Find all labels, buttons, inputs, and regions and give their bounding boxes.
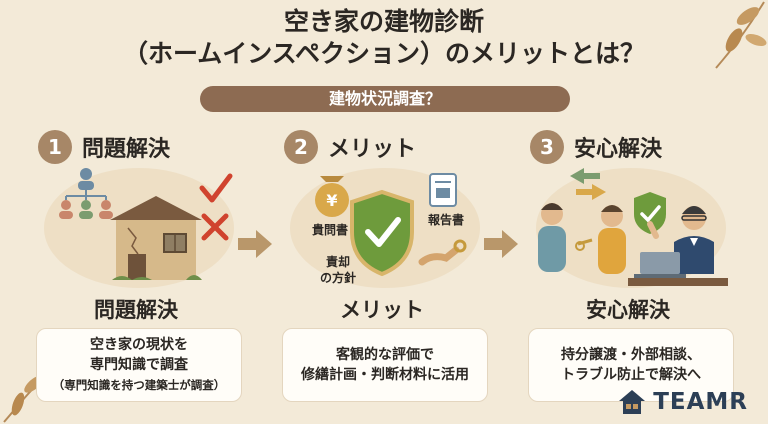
tag-policy: の方針 — [320, 270, 356, 285]
card-line: トラブル防止で解決へ — [561, 367, 701, 383]
card-line: 客観的な評価で — [336, 347, 434, 363]
step-description-card: 持分譲渡・外部相談、 トラブル防止で解決へ — [528, 328, 734, 402]
step-heading-label: 問題解決 — [82, 137, 171, 162]
check-mark-icon — [199, 173, 233, 203]
key-handover-icon — [418, 239, 467, 266]
card-line: 持分譲渡・外部相談、 — [561, 347, 701, 363]
problem-illustration — [59, 168, 233, 280]
title-line-1: 空き家の建物診断 — [283, 7, 484, 36]
step-heading: 1 問題解決 — [38, 130, 170, 164]
card-line: 専門知識で調査 — [90, 357, 188, 373]
card-note: （専門知識を持つ建築士が調査） — [52, 378, 226, 392]
peace-illustration — [538, 168, 728, 286]
cross-mark-icon — [201, 213, 229, 241]
step-merit: 2 メリット ¥ 貴問書 責却 の方針 報 — [262, 122, 502, 422]
brand-name: TEAMR — [653, 389, 748, 415]
tag-report: 報告書 — [428, 212, 464, 227]
step-description-card: 客観的な評価で 修繕計画・判断材料に活用 — [282, 328, 488, 402]
title-line-2: （ホームインスペクション）のメリットとは？ — [122, 39, 645, 68]
tag-sale: 責却 — [326, 254, 350, 269]
step-heading-label: 安心解決 — [574, 137, 663, 162]
page-title: 空き家の建物診断 （ホームインスペクション）のメリットとは？ — [0, 6, 768, 70]
money-bag-icon: ¥ — [315, 176, 349, 217]
laptop-icon — [628, 206, 728, 286]
step-heading: 2 メリット — [284, 130, 416, 164]
step-number-badge: 1 — [38, 130, 72, 164]
merit-illustration: ¥ 貴問書 責却 の方針 報告書 — [312, 173, 467, 285]
arrow-right-icon — [238, 230, 272, 258]
step-label: 安心解決 — [586, 298, 670, 322]
step-number-badge: 2 — [284, 130, 318, 164]
svg-text:¥: ¥ — [326, 191, 337, 210]
house-icon — [110, 196, 202, 280]
document-icon — [429, 173, 457, 207]
arrow-right-icon — [484, 230, 518, 258]
step-heading-label: メリット — [328, 137, 417, 162]
step-description-card: 空き家の現状を 専門知識で調査 （専門知識を持つ建築士が調査） — [36, 328, 242, 402]
card-line: 空き家の現状を — [90, 337, 188, 353]
step-peace-of-mind: 3 安心解決 — [508, 122, 748, 422]
leaf-icon — [715, 1, 767, 69]
step-label: 問題解決 — [94, 298, 178, 322]
shield-check-icon — [634, 192, 666, 234]
step-heading: 3 安心解決 — [530, 130, 662, 164]
org-chart-icon — [59, 168, 113, 219]
tag-inquiry: 貴問書 — [312, 222, 348, 237]
brand-logo: TEAMR — [617, 388, 748, 416]
card-line: 修繕計画・判断材料に活用 — [301, 367, 469, 383]
step-number-badge: 3 — [530, 130, 564, 164]
people-icon — [538, 203, 626, 274]
exchange-arrows-icon — [570, 168, 606, 200]
house-logo-icon — [619, 390, 646, 414]
subtitle-bar: 建物状況調査？ — [200, 86, 570, 112]
shield-check-icon — [350, 189, 414, 277]
step-label: メリット — [340, 298, 424, 322]
step-problem-solving: 1 問題解決 — [16, 122, 256, 422]
